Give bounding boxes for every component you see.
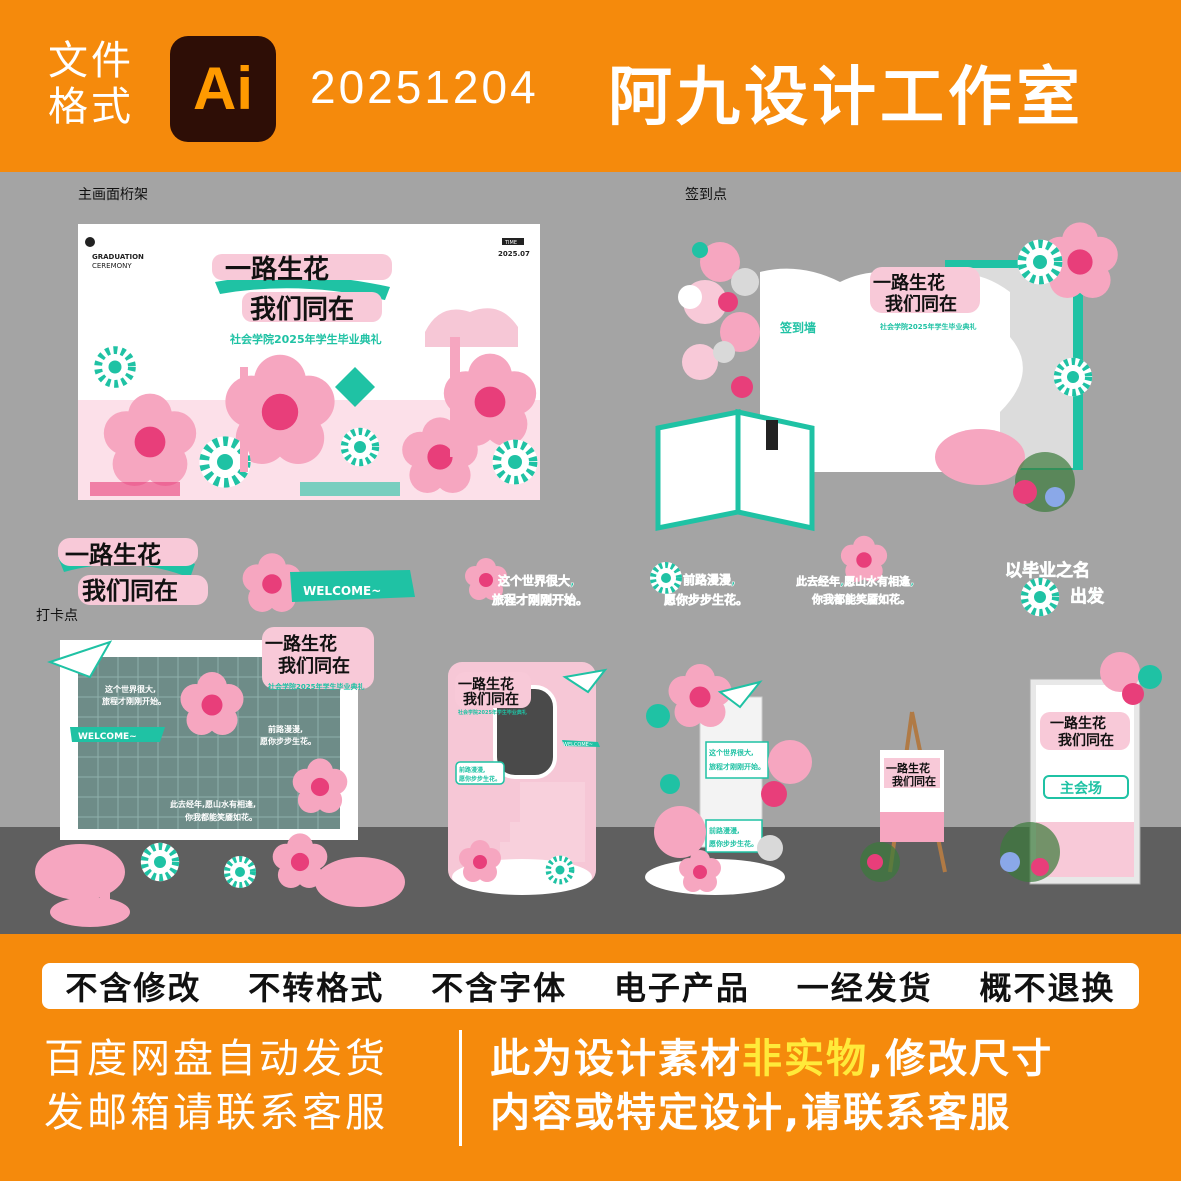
- studio-name: 阿九设计工作室: [608, 61, 1084, 135]
- arch-title-1: 一路生花: [458, 676, 514, 693]
- notice-item: 一经发货: [796, 969, 933, 1007]
- balloon-tower: 这个世界很大, 旅程才刚刚开始。 前路漫漫, 愿你步步生花。: [645, 664, 812, 895]
- frame-quote3-b: 你我都能笑靥如花。: [184, 812, 257, 822]
- notice-item: 概不退换: [979, 969, 1116, 1007]
- main-backdrop: GRADUATION CEREMONY TIME 2025.07 一路生花 我们…: [78, 224, 540, 500]
- arch-welcome: WELCOME~: [563, 742, 593, 748]
- prop-quote2-a: 前路漫漫,: [683, 572, 736, 587]
- scene-illustration: GRADUATION CEREMONY TIME 2025.07 一路生花 我们…: [35, 222, 1162, 927]
- easel-title-1: 一路生花: [886, 761, 930, 775]
- notice-bar: 不含修改 不转格式 不含字体 电子产品 一经发货 概不退换: [42, 963, 1139, 1009]
- label-signin: 签到点: [685, 187, 727, 203]
- prop-quote1-a: 这个世界很大,: [498, 573, 575, 588]
- easel-title-2: 我们同在: [892, 774, 936, 788]
- tower-quote1-b: 旅程才刚刚开始。: [708, 762, 765, 771]
- footer-divider: [459, 1030, 462, 1146]
- label-checkin: 打卡点: [36, 608, 78, 624]
- frame-welcome: WELCOME~: [78, 732, 137, 742]
- prop-title-2: 我们同在: [82, 577, 178, 605]
- date-code: 20251204: [310, 61, 539, 113]
- notice-item: 电子产品: [613, 969, 750, 1007]
- rollup-main-venue: 主会场: [1060, 780, 1102, 797]
- prop-welcome: WELCOME~: [303, 584, 381, 598]
- prop-quote1-b: 旅程才刚刚开始。: [492, 592, 588, 607]
- frame-quote2-b: 愿你步步生花。: [260, 736, 316, 746]
- prop-quote4-b: 出发: [1070, 586, 1105, 607]
- disclaimer-line2: 内容或特定设计,请联系客服: [490, 1090, 1012, 1136]
- frame-quote3-a: 此去经年,愿山水有相逢,: [170, 799, 256, 809]
- backdrop-title-1: 一路生花: [225, 254, 329, 285]
- signin-wall: 签到墙 一路生花 我们同在 社会学院2025年学生毕业典礼: [655, 222, 1118, 532]
- prop-quote4-a: 以毕业之名: [1005, 560, 1090, 581]
- file-format-label: 文件 格式: [48, 38, 134, 130]
- signin-title-1: 一路生花: [873, 272, 945, 294]
- frame-quote2-a: 前路漫漫,: [268, 724, 303, 734]
- notice-item: 不含修改: [65, 969, 202, 1007]
- signin-wall-text: 签到墙: [779, 320, 816, 335]
- frame-subtitle: 社会学院2025年学生毕业典礼: [267, 682, 364, 691]
- notice-item: 不含字体: [431, 969, 568, 1007]
- prop-elements: 一路生花 我们同在 WELCOME~ 这个世界很大, 旅程才刚刚开始。 前路漫漫…: [58, 535, 1105, 616]
- disclaimer-line1: 此为设计素材非实物,修改尺寸: [490, 1032, 1053, 1086]
- label-main-truss: 主画面桁架: [78, 187, 148, 203]
- rollup-banner: 一路生花 我们同在 主会场: [1000, 652, 1162, 885]
- graduation-text: GRADUATION: [92, 253, 144, 261]
- time-value: 2025.07: [498, 250, 530, 258]
- rollup-title-1: 一路生花: [1050, 715, 1106, 732]
- frame-quote1-b: 旅程才刚刚开始。: [102, 696, 166, 706]
- checkin-frame: 一路生花 我们同在 社会学院2025年学生毕业典礼 这个世界很大, 旅程才刚刚开…: [35, 627, 405, 927]
- delivery-line1: 百度网盘自动发货: [44, 1036, 388, 1082]
- prop-quote3-a: 此去经年,愿山水有相逢,: [796, 574, 914, 588]
- ceremony-text: CEREMONY: [92, 262, 132, 270]
- tower-quote1-a: 这个世界很大,: [709, 748, 754, 757]
- easel-poster: 一路生花 我们同在: [860, 711, 947, 882]
- arch-quote2-b: 愿你步步生花。: [459, 775, 501, 783]
- delivery-line2: 发邮箱请联系客服: [44, 1090, 388, 1136]
- frame-title-2: 我们同在: [278, 655, 350, 677]
- arch-subtitle: 社会学院2025年学生毕业典礼: [457, 709, 527, 716]
- disclaimer-highlight: 非实物: [742, 1036, 868, 1082]
- disclaimer: 此为设计素材非实物,修改尺寸 内容或特定设计,请联系客服: [490, 1032, 1053, 1140]
- arch-quote2-a: 前路漫漫,: [459, 766, 485, 774]
- preview-canvas: 主画面桁架 签到点 打卡点 GRADUATION CEREMONY: [0, 172, 1181, 934]
- notice-item: 不转格式: [248, 969, 385, 1007]
- time-label: TIME: [504, 240, 517, 246]
- prop-quote3-b: 你我都能笑靥如花。: [811, 592, 911, 606]
- delivery-info: 百度网盘自动发货 发邮箱请联系客服: [44, 1032, 388, 1140]
- tower-quote2-b: 愿你步步生花。: [709, 839, 758, 848]
- frame-title-1: 一路生花: [265, 633, 337, 655]
- arch-title-2: 我们同在: [463, 691, 519, 708]
- signin-title-2: 我们同在: [885, 293, 957, 315]
- rollup-title-2: 我们同在: [1058, 732, 1114, 749]
- disclaimer-text: 此为设计素材: [490, 1036, 742, 1082]
- backdrop-title-2: 我们同在: [250, 295, 354, 325]
- format-label-line2: 格式: [48, 84, 134, 130]
- prop-quote2-b: 愿你步步生花。: [664, 592, 748, 607]
- illustrator-icon: Ai: [170, 36, 276, 142]
- header-bar: 文件 格式 Ai 20251204 阿九设计工作室: [0, 0, 1181, 172]
- backdrop-subtitle: 社会学院2025年学生毕业典礼: [229, 332, 382, 346]
- frame-quote1-a: 这个世界很大,: [105, 684, 156, 694]
- disclaimer-text: ,修改尺寸: [868, 1036, 1054, 1082]
- arch-display: 一路生花 我们同在 社会学院2025年学生毕业典礼 WELCOME~ 前路漫漫,…: [448, 662, 608, 895]
- prop-title-1: 一路生花: [65, 541, 161, 569]
- format-label-line1: 文件: [48, 38, 134, 84]
- tower-quote2-a: 前路漫漫,: [709, 826, 740, 835]
- signin-subtitle: 社会学院2025年学生毕业典礼: [879, 322, 976, 331]
